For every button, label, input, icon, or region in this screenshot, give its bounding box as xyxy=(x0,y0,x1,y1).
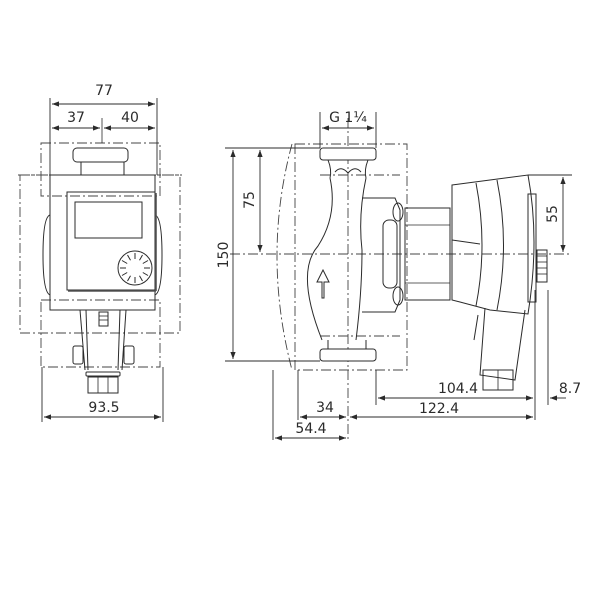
arrow-up-icon xyxy=(316,268,330,299)
front-view: 77 37 40 93.5 xyxy=(18,83,182,422)
dim-motor-half-height: 55 xyxy=(545,205,561,223)
dim-half-height: 75 xyxy=(242,191,258,209)
dim-axis-to-right: 40 xyxy=(121,110,139,126)
dim-rear-offset: 54.4 xyxy=(295,421,326,437)
dial-knob-icon xyxy=(117,250,153,286)
dim-overall-depth: 122.4 xyxy=(419,401,459,417)
dim-height-total: 150 xyxy=(216,242,232,269)
dim-overall-width: 77 xyxy=(95,83,113,99)
knob-icon xyxy=(536,249,548,283)
dim-bottom-width: 93.5 xyxy=(88,400,119,416)
dim-thread: G 1¼ xyxy=(329,110,367,126)
side-view: G 1¼ 150 75 55 104.4 122.4 8.7 34 54.4 xyxy=(216,110,581,441)
display-window xyxy=(74,201,143,239)
dim-knob-depth: 8.7 xyxy=(559,381,581,397)
dim-body-depth: 104.4 xyxy=(438,381,478,397)
dim-left-to-axis: 37 xyxy=(67,110,85,126)
dim-flange-half: 34 xyxy=(316,400,334,416)
